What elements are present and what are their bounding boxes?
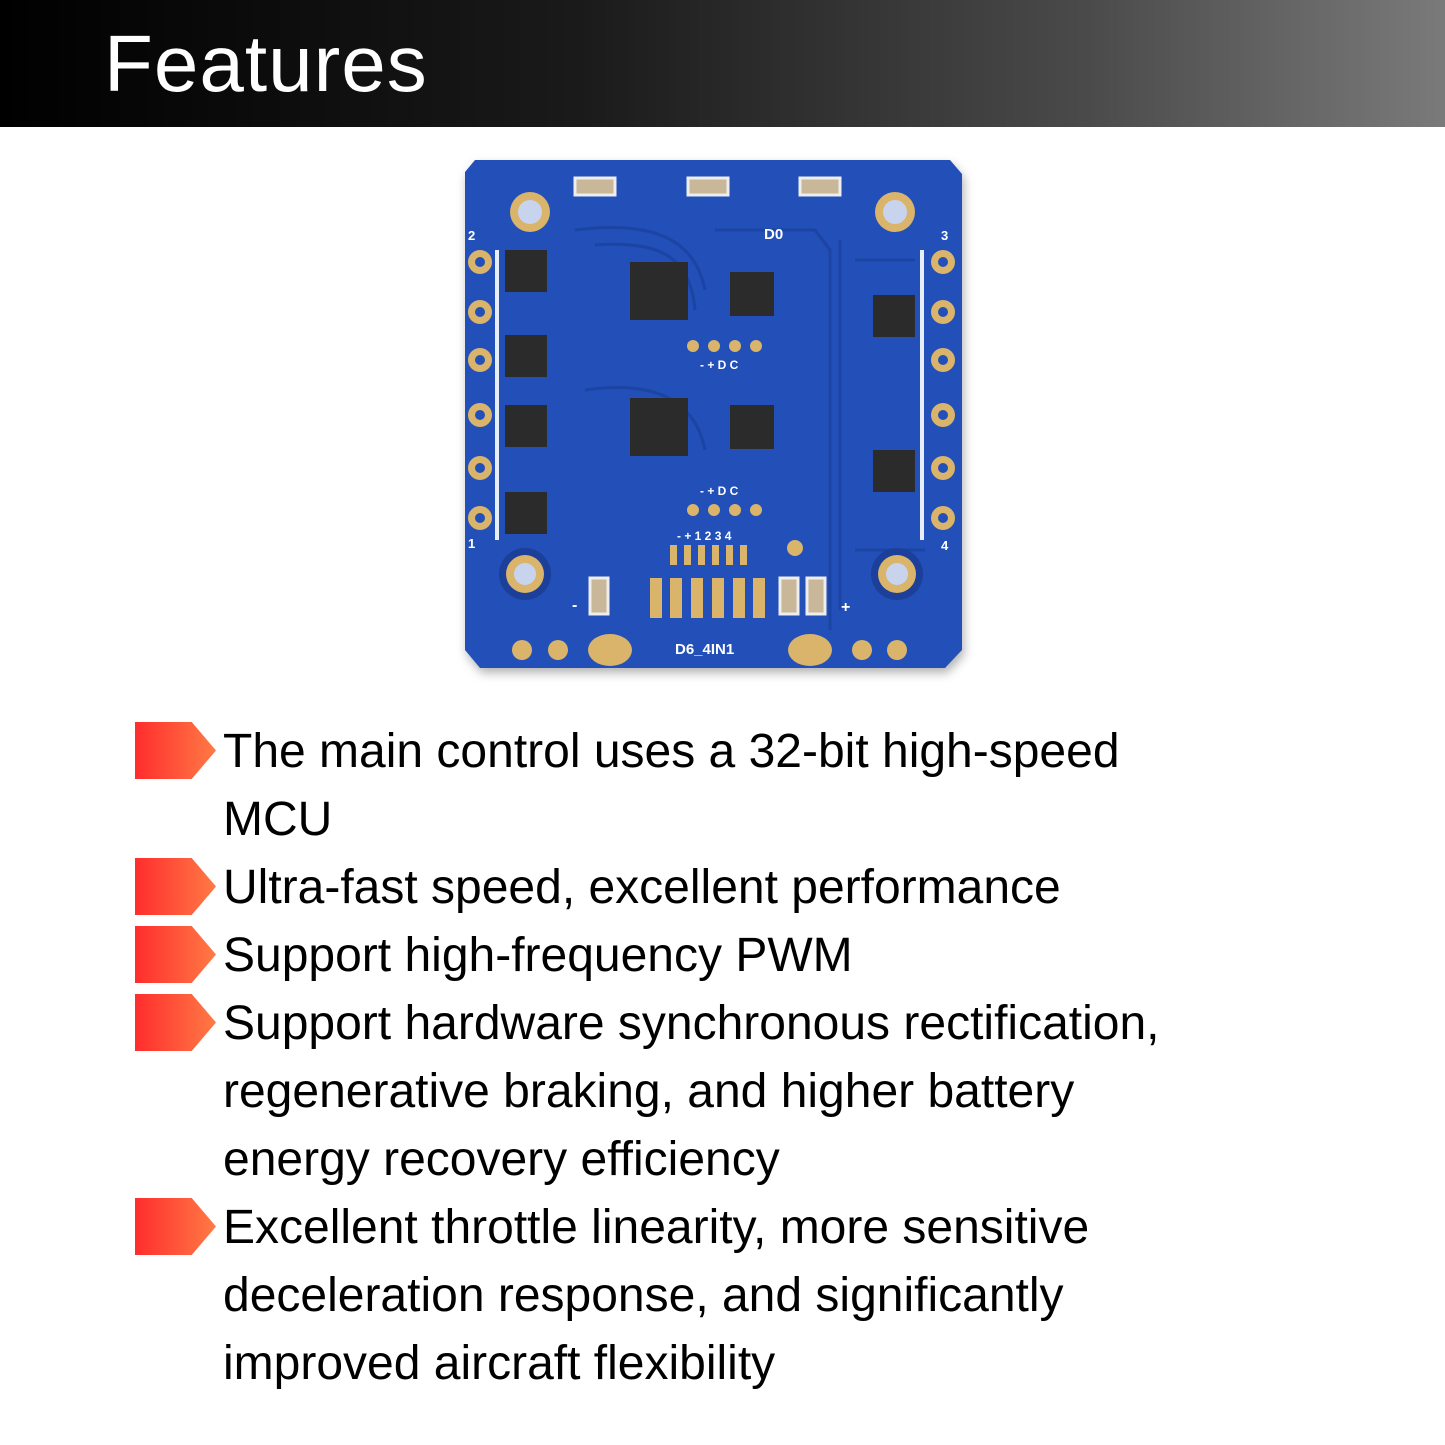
capacitors — [573, 176, 842, 616]
feature-text: Excellent throttle linearity, more sensi… — [223, 1201, 1090, 1254]
label-motor-1: 1 — [468, 536, 475, 551]
arrow-bullet-icon — [135, 926, 216, 983]
arrow-bullet-icon — [135, 1198, 216, 1255]
feature-text: Ultra-fast speed, excellent performance — [223, 861, 1061, 914]
label-dc-top: - + D C — [700, 358, 739, 372]
feature-text: improved aircraft flexibility — [223, 1337, 776, 1390]
pcb — [465, 160, 962, 668]
feature-item: The main control uses a 32-bit high-spee… — [0, 718, 1445, 854]
feature-text: regenerative braking, and higher battery — [223, 1065, 1075, 1118]
label-motor-4: 4 — [941, 538, 949, 553]
label-dc-bottom: - + D C — [700, 484, 739, 498]
signal-pads — [512, 340, 907, 666]
esc-board-image: D0 - + D C - + D C - + 1 2 3 4 D6_4IN1 -… — [465, 160, 962, 668]
arrow-bullet-icon — [135, 994, 216, 1051]
traces — [574, 226, 925, 630]
page-title: Features — [104, 19, 428, 108]
feature-text: The main control uses a 32-bit high-spee… — [223, 725, 1120, 778]
board-model-label: D6_4IN1 — [675, 641, 734, 658]
label-signal: - + 1 2 3 4 — [677, 529, 732, 543]
arrow-bullet-icon — [135, 722, 216, 779]
feature-text: Support high-frequency PWM — [223, 929, 853, 982]
feature-item: Ultra-fast speed, excellent performance — [0, 854, 1445, 922]
label-d0: D0 — [764, 226, 783, 243]
feature-item: Support hardware synchronous rectificati… — [0, 990, 1445, 1194]
arrow-bullet-icon — [135, 858, 216, 915]
header-banner: Features — [0, 0, 1445, 127]
feature-item: Support high-frequency PWM — [0, 922, 1445, 990]
label-plus: + — [841, 599, 850, 616]
chips — [505, 250, 915, 534]
feature-text: deceleration response, and significantly — [223, 1269, 1064, 1322]
label-minus: - — [572, 597, 577, 614]
feature-text: Support hardware synchronous rectificati… — [223, 997, 1160, 1050]
feature-text: energy recovery efficiency — [223, 1133, 780, 1186]
feature-text: MCU — [223, 793, 333, 846]
label-motor-2: 2 — [468, 228, 475, 243]
feature-item: Excellent throttle linearity, more sensi… — [0, 1194, 1445, 1398]
feature-list: The main control uses a 32-bit high-spee… — [0, 718, 1445, 1398]
label-motor-3: 3 — [941, 228, 948, 243]
